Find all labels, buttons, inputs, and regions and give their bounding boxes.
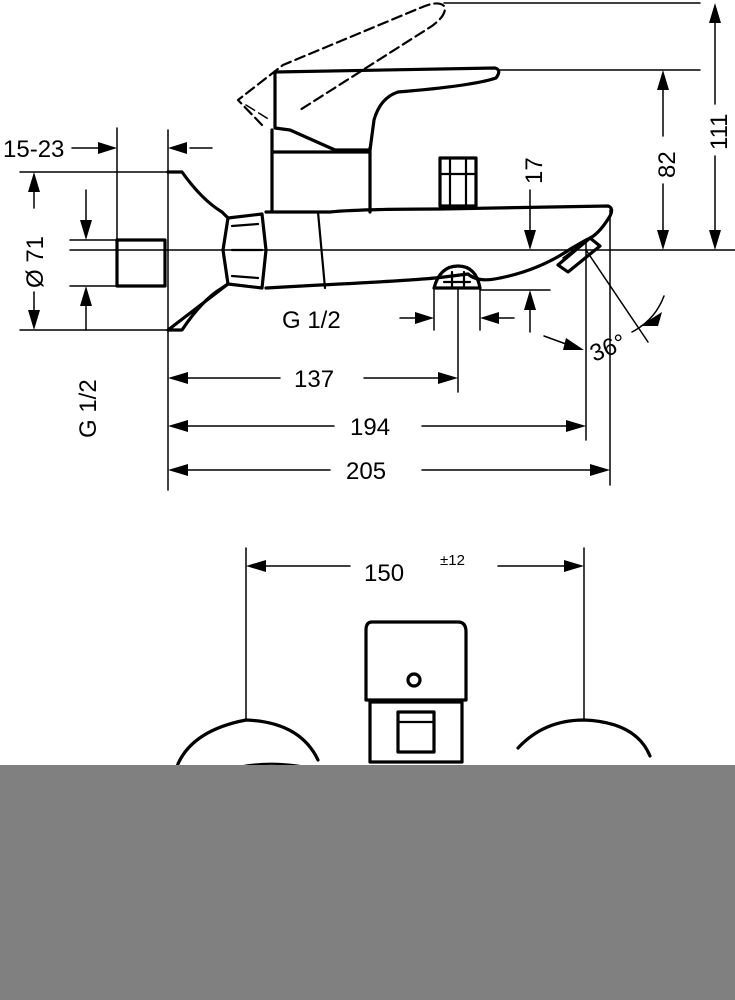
label-centre-tolerance: ±12 bbox=[440, 552, 465, 569]
lever bbox=[273, 66, 501, 152]
label-total-height: 111 bbox=[706, 114, 733, 150]
dim-spout-reach bbox=[168, 420, 586, 432]
lever-raised-outline bbox=[236, 2, 446, 127]
label-connection-range: 15-23 bbox=[3, 136, 64, 163]
diverter-knob bbox=[438, 156, 478, 208]
dim-total-depth bbox=[168, 464, 610, 476]
cartridge-body bbox=[270, 128, 372, 214]
dim-outlet-angle bbox=[543, 295, 665, 350]
front-lever-body bbox=[364, 620, 468, 764]
left-flange bbox=[172, 718, 320, 778]
s-connector bbox=[115, 238, 167, 288]
label-lever-height: 82 bbox=[654, 151, 681, 178]
gray-cover-band bbox=[0, 765, 735, 1000]
dim-thread-left bbox=[80, 189, 92, 331]
spout bbox=[264, 204, 614, 290]
dim-lever-height bbox=[657, 70, 669, 250]
dim-connection-range bbox=[71, 142, 213, 154]
label-centre-distance: 150 bbox=[364, 560, 404, 587]
label-spout-reach: 194 bbox=[350, 414, 390, 441]
dim-spout-drop bbox=[524, 189, 536, 333]
aerator bbox=[556, 235, 602, 274]
dim-centre-distance bbox=[246, 560, 584, 572]
shower-outlet bbox=[432, 264, 482, 290]
side-view: 15-23 Ø 71 G 1/2 G 1/2 bbox=[3, 2, 735, 491]
label-total-depth: 205 bbox=[346, 458, 386, 485]
label-thread-outlet: G 1/2 bbox=[282, 307, 341, 334]
label-thread-left: G 1/2 bbox=[75, 379, 102, 438]
label-spout-drop: 17 bbox=[521, 157, 548, 184]
dim-outlet-distance bbox=[168, 372, 458, 384]
label-outlet-distance: 137 bbox=[294, 366, 334, 393]
dim-total-height bbox=[709, 3, 721, 250]
dim-flange-diameter bbox=[28, 172, 40, 330]
label-flange-diameter: Ø 71 bbox=[22, 236, 49, 288]
dim-thread-outlet bbox=[399, 312, 515, 324]
right-flange bbox=[516, 718, 652, 758]
front-view: 150 ±12 bbox=[172, 547, 652, 778]
flange bbox=[166, 170, 230, 332]
